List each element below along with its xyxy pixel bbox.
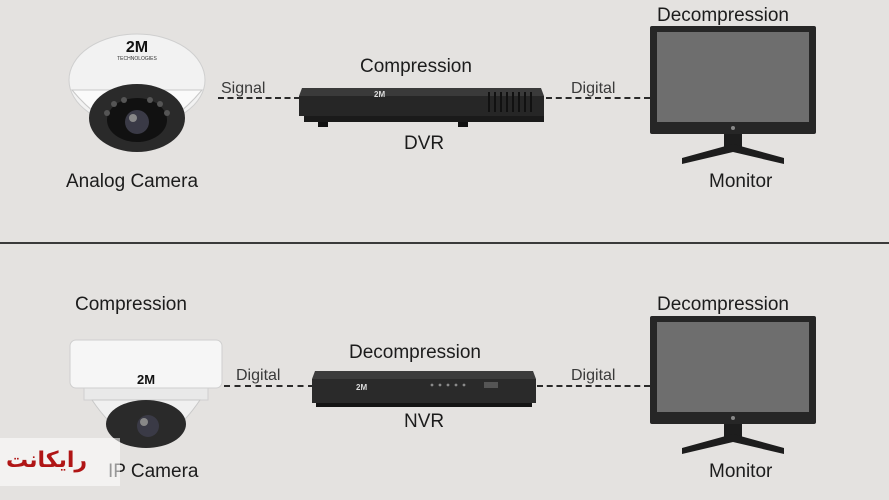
- analog-camera-label: Analog Camera: [66, 171, 199, 192]
- nvr-function-title: Decompression: [349, 342, 481, 363]
- watermark-text: رایکانت: [6, 448, 88, 473]
- digital-connector-top: [546, 97, 650, 99]
- digital-connector-bottom-left: [224, 385, 314, 387]
- monitor-icon-bottom: [650, 316, 816, 454]
- dvr-icon: 2M: [299, 88, 544, 127]
- ip-camera-brand: 2M: [137, 372, 155, 387]
- monitor-icon-top: [650, 26, 816, 164]
- nvr-brand: 2M: [356, 383, 367, 392]
- analog-camera-brand: 2M: [126, 39, 148, 56]
- digital-link-label-top: Digital: [571, 80, 616, 97]
- watermark-panel: [0, 438, 120, 486]
- section-divider: [0, 242, 889, 244]
- digital-link-label-bottom-right: Digital: [571, 367, 616, 384]
- nvr-label: NVR: [404, 411, 445, 432]
- ip-camera-function-title: Compression: [75, 294, 187, 315]
- ip-camera-icon: 2M: [69, 339, 223, 448]
- dvr-label: DVR: [404, 133, 445, 154]
- dvr-function-title: Compression: [360, 56, 472, 77]
- monitor-function-title-bottom: Decompression: [657, 294, 789, 315]
- signal-link-label: Signal: [221, 80, 266, 97]
- digital-link-label-bottom-left: Digital: [236, 367, 281, 384]
- monitor-function-title-top: Decompression: [657, 5, 789, 26]
- monitor-label-bottom: Monitor: [709, 461, 773, 482]
- analog-camera-brand-sub: TECHNOLOGIES: [117, 56, 157, 62]
- digital-connector-bottom-right: [537, 385, 650, 387]
- signal-connector: [218, 97, 300, 99]
- dvr-brand: 2M: [374, 90, 385, 99]
- ip-camera-label: IP Camera: [108, 461, 199, 482]
- analog-camera-icon: 2M TECHNOLOGIES: [68, 33, 206, 152]
- monitor-label-top: Monitor: [709, 171, 773, 192]
- nvr-icon: 2M: [312, 371, 536, 407]
